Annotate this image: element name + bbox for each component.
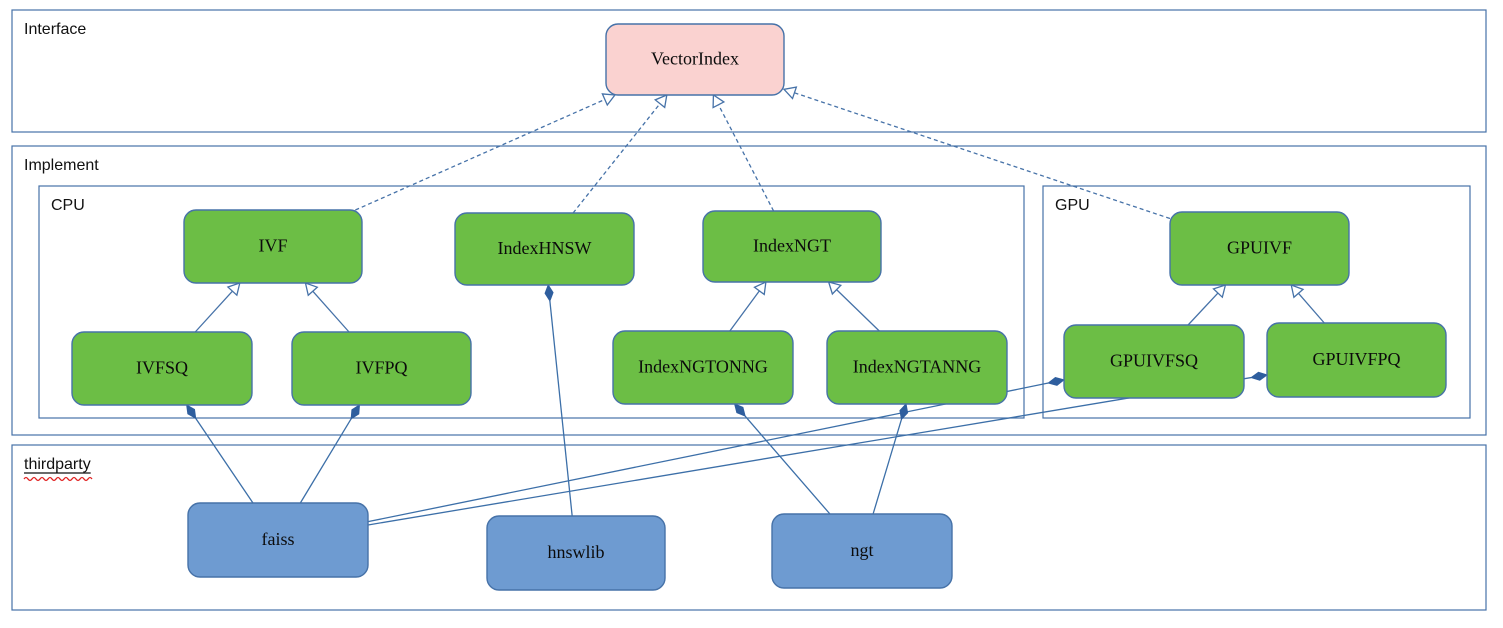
edge-gpuivfpq-to-gpuivf-arrowhead	[1290, 283, 1305, 299]
node-box-ngt[interactable]	[771, 513, 953, 589]
node-hnswlib[interactable]: hnswlib	[486, 515, 666, 591]
edge-ivfsq-to-ivf	[194, 290, 233, 333]
node-box-hnswlib[interactable]	[486, 515, 666, 591]
node-box-indexngt[interactable]	[702, 210, 882, 283]
edge-indexhnsw-to-vectorindex-arrowhead	[653, 93, 668, 109]
node-box-ivfsq[interactable]	[71, 331, 253, 406]
edge-hnswlib-to-indexhnsw	[549, 300, 573, 517]
node-gpuivfsq[interactable]: GPUIVFSQ	[1063, 324, 1245, 399]
node-label-gpuivfsq: GPUIVFSQ	[1110, 351, 1198, 371]
edge-ngt-to-indexngtonng	[744, 415, 831, 515]
edge-faiss-to-gpuivfpq-diamond	[1250, 371, 1269, 381]
node-box-ivfpq[interactable]	[291, 331, 472, 406]
node-label-indexngtonng: IndexNGTONNG	[638, 357, 768, 377]
edge-ivf-to-vectorindex-arrowhead	[601, 93, 617, 107]
node-ivf[interactable]: IVF	[183, 209, 363, 284]
node-label-faiss: faiss	[262, 529, 295, 549]
node-label-indexhnsw: IndexHNSW	[498, 238, 592, 258]
node-ivfpq[interactable]: IVFPQ	[291, 331, 472, 406]
edge-layer	[186, 86, 1325, 526]
edge-faiss-to-ivfpq	[299, 418, 352, 504]
node-box-ivf[interactable]	[183, 209, 363, 284]
node-ngt[interactable]: ngt	[771, 513, 953, 589]
node-faiss[interactable]: faiss	[187, 502, 369, 578]
node-label-ivfpq: IVFPQ	[355, 358, 407, 378]
node-box-faiss[interactable]	[187, 502, 369, 578]
node-indexngtanng[interactable]: IndexNGTANNG	[826, 330, 1008, 405]
node-label-ivfsq: IVFSQ	[136, 358, 188, 378]
package-label-interface: Interface	[24, 21, 86, 38]
node-indexngt[interactable]: IndexNGT	[702, 210, 882, 283]
edge-faiss-to-gpuivfsq	[367, 382, 1049, 523]
edge-gpuivfsq-to-gpuivf	[1187, 292, 1219, 326]
package-label-implement: Implement	[24, 157, 99, 174]
node-label-indexngt: IndexNGT	[753, 236, 831, 256]
edge-ivf-to-vectorindex	[355, 98, 606, 211]
node-box-indexngtonng[interactable]	[612, 330, 794, 405]
node-box-gpuivfsq[interactable]	[1063, 324, 1245, 399]
node-box-indexhnsw[interactable]	[454, 212, 635, 286]
node-label-indexngtanng: IndexNGTANNG	[853, 357, 982, 377]
node-label-hnswlib: hnswlib	[547, 542, 604, 562]
edge-indexngt-to-vectorindex	[717, 104, 775, 212]
node-box-gpuivfpq[interactable]	[1266, 322, 1447, 398]
edge-faiss-to-ivfsq-diamond	[186, 404, 197, 420]
edge-indexhnsw-to-vectorindex	[572, 103, 661, 214]
edge-faiss-to-ivfpq-diamond	[350, 404, 361, 420]
edge-faiss-to-gpuivfpq	[367, 376, 1252, 526]
edge-gpuivf-to-vectorindex	[794, 92, 1171, 220]
node-label-gpuivf: GPUIVF	[1227, 238, 1292, 258]
node-label-ngt: ngt	[850, 540, 873, 560]
edge-faiss-to-gpuivfsq-diamond	[1047, 376, 1066, 386]
package-label-cpu: CPU	[51, 197, 85, 214]
spellcheck-squiggle	[23, 476, 93, 482]
edge-ngt-to-indexngtanng	[872, 419, 903, 515]
node-indexngtonng[interactable]: IndexNGTONNG	[612, 330, 794, 405]
edge-gpuivfpq-to-gpuivf	[1297, 292, 1325, 324]
node-label-vectorindex: VectorIndex	[651, 49, 739, 69]
edge-ivfpq-to-ivf	[312, 290, 350, 333]
edge-faiss-to-ivfsq	[195, 417, 254, 504]
edge-gpuivf-to-vectorindex-arrowhead	[782, 86, 798, 100]
package-label-thirdparty: thirdparty	[24, 456, 91, 473]
edge-indexngtanng-to-indexngt-arrowhead	[827, 281, 843, 296]
edge-indexngtonng-to-indexngt-arrowhead	[753, 280, 767, 296]
node-gpuivf[interactable]: GPUIVF	[1169, 211, 1350, 286]
edge-indexngt-to-vectorindex-arrowhead	[712, 93, 726, 109]
node-indexhnsw[interactable]: IndexHNSW	[454, 212, 635, 286]
node-gpuivfpq[interactable]: GPUIVFPQ	[1266, 322, 1447, 398]
node-vectorindex[interactable]: VectorIndex	[605, 23, 785, 96]
edge-indexngtanng-to-indexngt	[836, 289, 880, 332]
node-label-gpuivfpq: GPUIVFPQ	[1312, 349, 1400, 369]
edge-hnswlib-to-indexhnsw-diamond	[544, 283, 554, 303]
edge-gpuivfsq-to-gpuivf-arrowhead	[1212, 284, 1227, 299]
node-ivfsq[interactable]: IVFSQ	[71, 331, 253, 406]
edge-ngt-to-indexngtanng-diamond	[899, 402, 909, 421]
node-label-ivf: IVF	[258, 236, 287, 256]
package-label-gpu: GPU	[1055, 197, 1090, 214]
node-box-vectorindex[interactable]	[605, 23, 785, 96]
node-box-gpuivf[interactable]	[1169, 211, 1350, 286]
edge-ngt-to-indexngtonng-diamond	[733, 403, 746, 417]
edge-indexngtonng-to-indexngt	[729, 290, 760, 332]
node-box-indexngtanng[interactable]	[826, 330, 1008, 405]
edge-ivfpq-to-ivf-arrowhead	[304, 281, 319, 297]
edge-ivfsq-to-ivf-arrowhead	[226, 282, 241, 297]
